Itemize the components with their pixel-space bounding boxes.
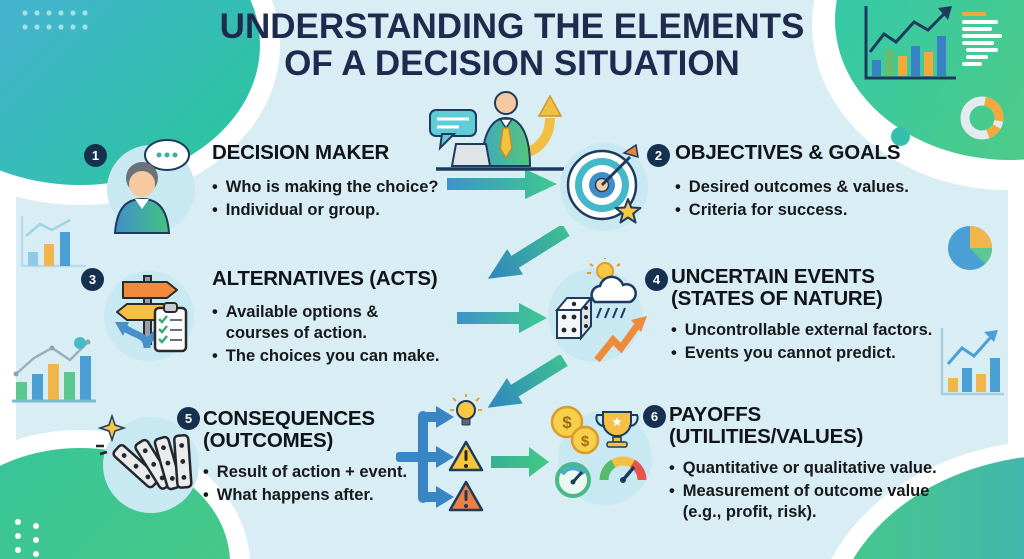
dice-uncertainty-icon (548, 258, 647, 363)
bullet-item: Measurement of outcome value (e.g., prof… (669, 481, 949, 523)
flow-arrow-right-icon (491, 447, 549, 477)
donut-chart-icon (960, 96, 1004, 140)
section-number-badge: 2 (647, 144, 670, 167)
section-title-line2: (STATES OF NATURE) (671, 287, 883, 310)
page-title-line2: OF A DECISION SITUATION (284, 44, 740, 83)
section-number-badge: 5 (177, 407, 200, 430)
section-alternatives: ALTERNATIVES (ACTS) Available options & … (212, 267, 440, 369)
flow-arrow-right-icon (457, 303, 547, 333)
section-title: PAYOFFS (669, 403, 762, 426)
dollar-coin-icon: $ (550, 405, 584, 439)
pie-chart-icon (948, 226, 992, 270)
section-decision-maker: DECISION MAKER Who is making the choice?… (212, 142, 482, 223)
section-number-badge: 4 (645, 268, 668, 291)
trophy-icon (595, 411, 639, 448)
section-number-badge: 1 (84, 144, 107, 167)
payoffs-rewards-icon: $ $ (550, 405, 652, 505)
dots-pattern-icon (22, 10, 88, 30)
teal-dot-icon (891, 127, 910, 146)
bullet-item: Desired outcomes & values. (675, 177, 955, 198)
section-uncertain-events: UNCERTAIN EVENTS (STATES OF NATURE) Unco… (671, 266, 971, 366)
bullet-item: The choices you can make. (212, 346, 440, 367)
bar-chart-icon (12, 339, 96, 403)
section-payoffs: PAYOFFS (UTILITIES/VALUES) Quantitative … (669, 404, 949, 525)
dots-pattern-icon (15, 519, 39, 557)
bullet-item: Result of action + event. (203, 462, 473, 483)
gauge-icon (599, 456, 647, 483)
bullet-item: Uncontrollable external factors. (671, 320, 971, 341)
teal-dot-icon (74, 337, 86, 349)
section-consequences: CONSEQUENCES (OUTCOMES) Result of action… (203, 408, 473, 508)
speedometer-icon (555, 462, 591, 498)
dollar-coin-icon: $ (570, 425, 600, 455)
flow-arrow-down-left-icon (487, 226, 570, 279)
growth-chart-icon (864, 6, 956, 80)
section-title: UNCERTAIN EVENTS (671, 265, 875, 288)
decision-maker-at-desk-icon (429, 91, 564, 171)
target-goal-icon (560, 143, 648, 231)
section-number-badge: 3 (81, 268, 104, 291)
flow-arrow-down-left-icon (487, 355, 568, 408)
bullet-item: Criteria for success. (675, 200, 955, 221)
bullet-item: Events you cannot predict. (671, 343, 971, 364)
section-number-badge: 6 (643, 405, 666, 428)
page-title-line1: UNDERSTANDING THE ELEMENTS (219, 7, 805, 46)
person-thinking-icon (107, 139, 195, 234)
bullet-item: Available options & courses of action. (212, 302, 422, 344)
signpost-choices-icon (104, 271, 194, 361)
bullet-item: Who is making the choice? (212, 177, 482, 198)
text-lines-icon (962, 12, 1002, 66)
bullet-item: Quantitative or qualitative value. (669, 458, 949, 479)
flow-arrow-right-icon (447, 169, 557, 199)
section-title-line2: (OUTCOMES) (203, 429, 334, 452)
sun-icon (587, 258, 621, 280)
svg-text:$: $ (581, 433, 590, 450)
section-title: CONSEQUENCES (203, 407, 375, 430)
section-title: ALTERNATIVES (ACTS) (212, 267, 438, 290)
bar-chart-icon (20, 216, 86, 268)
page-title: UNDERSTANDING THE ELEMENTS OF A DECISION… (0, 8, 1024, 82)
falling-dominoes-icon (96, 413, 199, 513)
dice-icon (554, 295, 594, 341)
section-objectives-goals: OBJECTIVES & GOALS Desired outcomes & va… (675, 142, 955, 223)
section-title: OBJECTIVES & GOALS (675, 141, 901, 164)
bullet-item: Individual or group. (212, 200, 482, 221)
bullet-item: What happens after. (203, 485, 473, 506)
section-title-line2: (UTILITIES/VALUES) (669, 425, 864, 448)
section-title: DECISION MAKER (212, 141, 390, 164)
svg-text:$: $ (562, 413, 572, 432)
lightbulb-icon (450, 394, 482, 426)
